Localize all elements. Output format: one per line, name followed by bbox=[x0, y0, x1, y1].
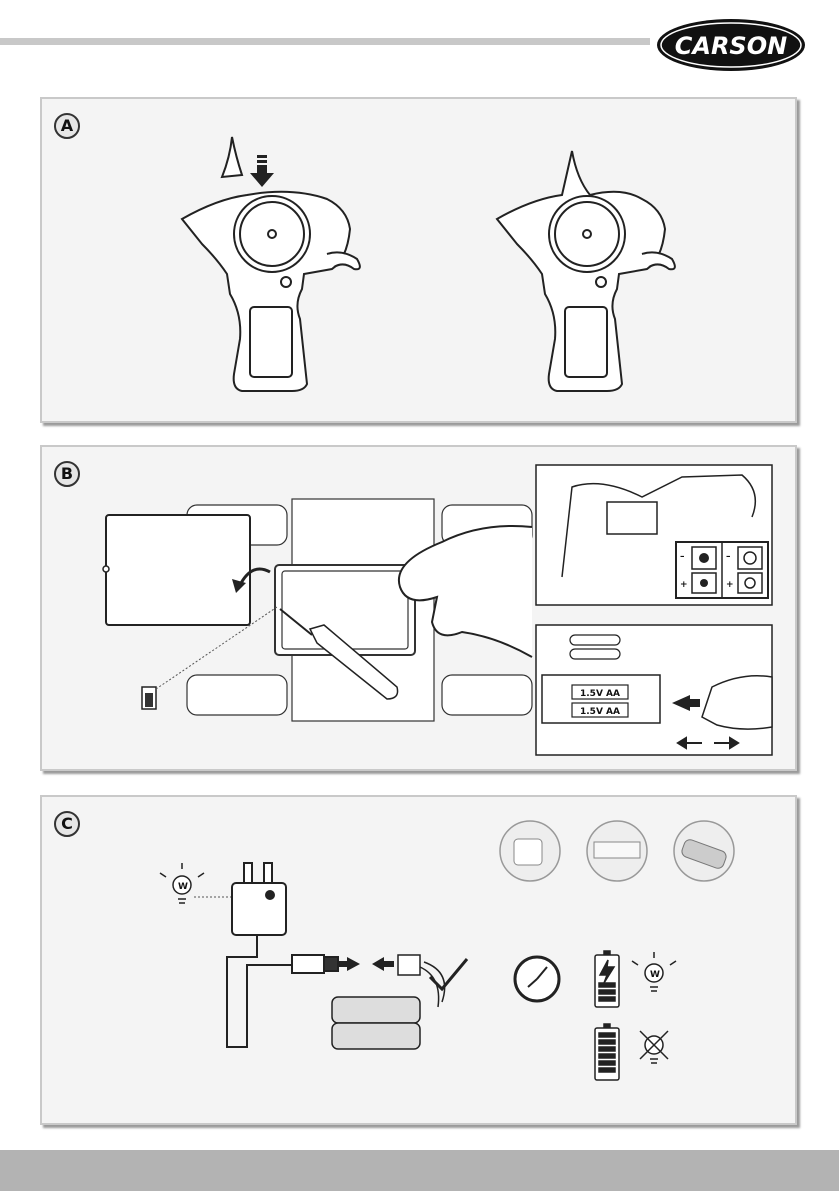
inset-batteries: 1.5V AA 1.5V AA bbox=[536, 625, 772, 755]
clock-icon bbox=[515, 957, 559, 1001]
battery-label-2: 1.5V AA bbox=[580, 707, 620, 717]
insert-arrow-icon bbox=[250, 155, 274, 187]
battery-charging-icon bbox=[595, 951, 619, 1007]
polarity-plus-left: + bbox=[680, 580, 688, 590]
header-bar bbox=[0, 38, 650, 45]
usb-charger bbox=[227, 863, 338, 1047]
transmitter-right bbox=[497, 151, 675, 391]
bulb-mark-2: W bbox=[650, 970, 660, 980]
polarity-diagram: – + – + bbox=[676, 542, 768, 598]
power-source-adapter bbox=[500, 821, 560, 881]
panel-b-illustration: – + – + 1.5V AA 1.5V AA bbox=[42, 447, 795, 769]
panel-b: B bbox=[40, 445, 797, 771]
bulb-on-icon: W bbox=[160, 863, 204, 903]
polarity-minus-right: – bbox=[726, 552, 731, 562]
panel-a-illustration bbox=[42, 99, 795, 421]
panel-c-illustration: W bbox=[42, 797, 795, 1123]
bulb-on-small-icon: W bbox=[632, 952, 676, 991]
connect-arrow-right bbox=[347, 957, 360, 971]
brand-text: CARSON bbox=[675, 32, 787, 60]
connect-arrow-left bbox=[372, 957, 384, 971]
battery-full-icon bbox=[595, 1024, 619, 1080]
polarity-plus-right: + bbox=[726, 580, 734, 590]
screw-icon bbox=[142, 687, 156, 709]
transmitter-left bbox=[182, 192, 360, 391]
battery-cover bbox=[106, 515, 250, 625]
polarity-minus-left: – bbox=[680, 552, 685, 562]
bulb-mark: W bbox=[178, 882, 188, 892]
power-source-powerbank bbox=[674, 821, 734, 881]
panel-a: A bbox=[40, 97, 797, 423]
panel-c: C W bbox=[40, 795, 797, 1125]
antenna-piece bbox=[222, 137, 242, 177]
power-source-laptop bbox=[587, 821, 647, 881]
battery-label-1: 1.5V AA bbox=[580, 689, 620, 699]
check-mark-icon bbox=[430, 959, 467, 989]
bulb-off-icon bbox=[640, 1031, 668, 1063]
footer-bar bbox=[0, 1150, 839, 1191]
carson-logo: CARSON bbox=[656, 18, 806, 72]
inset-connector: – + – + bbox=[536, 465, 772, 605]
